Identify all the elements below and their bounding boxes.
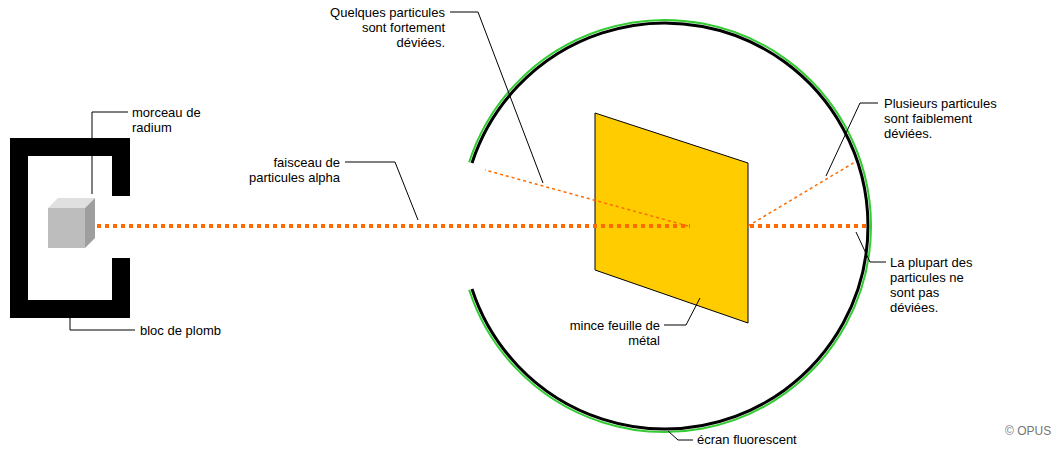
part-label: écran fluorescent <box>697 432 837 447</box>
weak-deflection <box>748 162 855 226</box>
leader-line <box>826 103 878 176</box>
part-label: faisceau de particules alpha <box>240 155 340 185</box>
leader-line <box>856 232 886 262</box>
callout-note: La plupart des particules ne sont pas dé… <box>890 255 985 315</box>
watermark: © OPUS <box>1005 424 1059 439</box>
radium-cube-front <box>48 208 85 248</box>
undeflected-beam <box>750 224 866 228</box>
callout-note: Quelques particules sont fortement dévié… <box>330 5 445 50</box>
lead-block <box>10 138 130 318</box>
radium-cube-side <box>85 198 95 248</box>
leader-line <box>92 112 128 194</box>
leader-line <box>668 431 693 440</box>
alpha-beam <box>97 224 690 228</box>
part-label: bloc de plomb <box>140 323 260 338</box>
leader-line <box>450 12 543 183</box>
metal-foil <box>595 113 748 323</box>
callout-note: Plusieurs particules sont faiblement dév… <box>884 96 1009 141</box>
leader-line <box>70 318 135 330</box>
part-label: mince feuille de métal <box>560 318 660 348</box>
part-label: morceau de radium <box>132 105 212 135</box>
strong-deflection <box>485 170 688 226</box>
leader-line <box>345 162 418 220</box>
leader-line <box>664 298 700 325</box>
